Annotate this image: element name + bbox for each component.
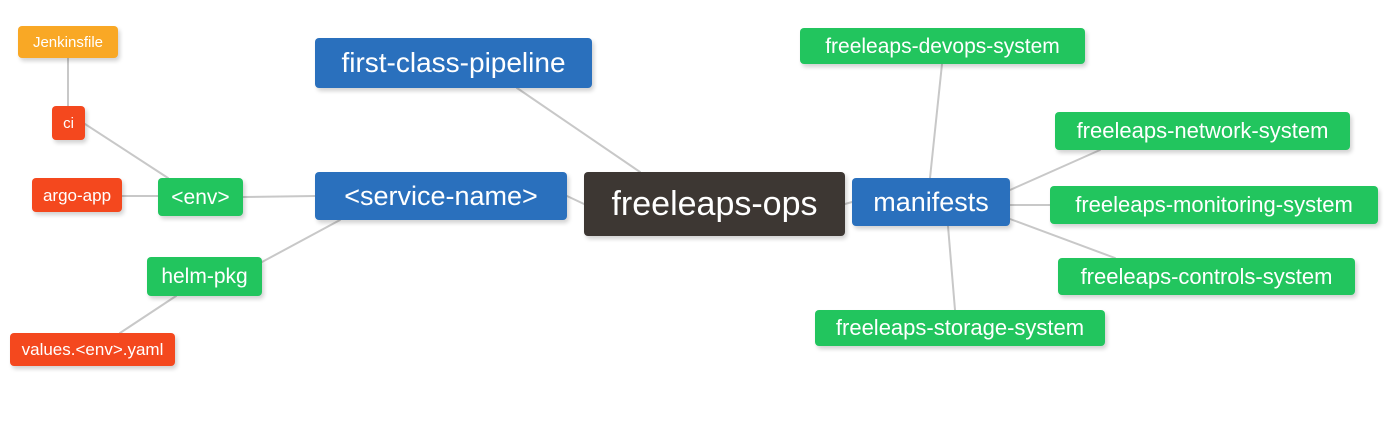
edge-freeleaps-ops-to-service-name bbox=[566, 195, 585, 205]
node-freeleaps-storage-system[interactable]: freeleaps-storage-system bbox=[815, 310, 1105, 346]
edge-manifests-to-freeleaps-storage-system bbox=[947, 225, 956, 311]
edge-manifests-to-freeleaps-devops-system bbox=[929, 63, 943, 179]
node-helm-pkg[interactable]: helm-pkg bbox=[147, 257, 262, 296]
node-env[interactable]: <env> bbox=[158, 178, 243, 216]
node-freeleaps-devops-system[interactable]: freeleaps-devops-system bbox=[800, 28, 1085, 64]
node-label-freeleaps-monitoring-system: freeleaps-monitoring-system bbox=[1075, 192, 1353, 217]
node-values-env-yaml[interactable]: values.<env>.yaml bbox=[10, 333, 175, 366]
edge-service-name-to-helm-pkg bbox=[261, 219, 341, 263]
node-freeleaps-ops[interactable]: freeleaps-ops bbox=[584, 172, 845, 236]
edge-helm-pkg-to-values-env-yaml bbox=[119, 295, 177, 334]
node-label-argo-app: argo-app bbox=[42, 185, 112, 205]
node-jenkinsfile[interactable]: Jenkinsfile bbox=[18, 26, 118, 58]
node-label-freeleaps-controls-system: freeleaps-controls-system bbox=[1080, 263, 1333, 289]
node-label-manifests: manifests bbox=[873, 186, 989, 217]
edge-manifests-to-freeleaps-network-system bbox=[1009, 149, 1101, 191]
edge-env-to-ci bbox=[84, 123, 169, 179]
edge-freeleaps-ops-to-first-class-pipeline bbox=[516, 87, 641, 173]
node-label-freeleaps-devops-system: freeleaps-devops-system bbox=[825, 34, 1060, 58]
node-label-ci: ci bbox=[63, 114, 74, 132]
node-label-freeleaps-storage-system: freeleaps-storage-system bbox=[835, 315, 1085, 340]
node-label-jenkinsfile: Jenkinsfile bbox=[32, 33, 104, 51]
node-label-env: <env> bbox=[171, 185, 230, 209]
node-ci[interactable]: ci bbox=[52, 106, 85, 140]
node-label-helm-pkg: helm-pkg bbox=[161, 265, 248, 288]
node-service-name[interactable]: <service-name> bbox=[315, 172, 567, 220]
node-freeleaps-network-system[interactable]: freeleaps-network-system bbox=[1055, 112, 1350, 150]
node-label-service-name: <service-name> bbox=[344, 180, 538, 211]
edge-service-name-to-env bbox=[242, 195, 316, 198]
node-freeleaps-controls-system[interactable]: freeleaps-controls-system bbox=[1058, 258, 1355, 295]
edge-manifests-to-freeleaps-controls-system bbox=[1009, 218, 1116, 259]
node-label-first-class-pipeline: first-class-pipeline bbox=[341, 47, 566, 78]
node-label-freeleaps-network-system: freeleaps-network-system bbox=[1076, 118, 1329, 143]
node-label-freeleaps-ops: freeleaps-ops bbox=[611, 185, 818, 223]
edge-freeleaps-ops-to-manifests bbox=[844, 201, 853, 205]
node-argo-app[interactable]: argo-app bbox=[32, 178, 122, 212]
node-freeleaps-monitoring-system[interactable]: freeleaps-monitoring-system bbox=[1050, 186, 1378, 224]
node-label-values-env-yaml: values.<env>.yaml bbox=[21, 340, 164, 359]
node-manifests[interactable]: manifests bbox=[852, 178, 1010, 226]
node-first-class-pipeline[interactable]: first-class-pipeline bbox=[315, 38, 592, 88]
